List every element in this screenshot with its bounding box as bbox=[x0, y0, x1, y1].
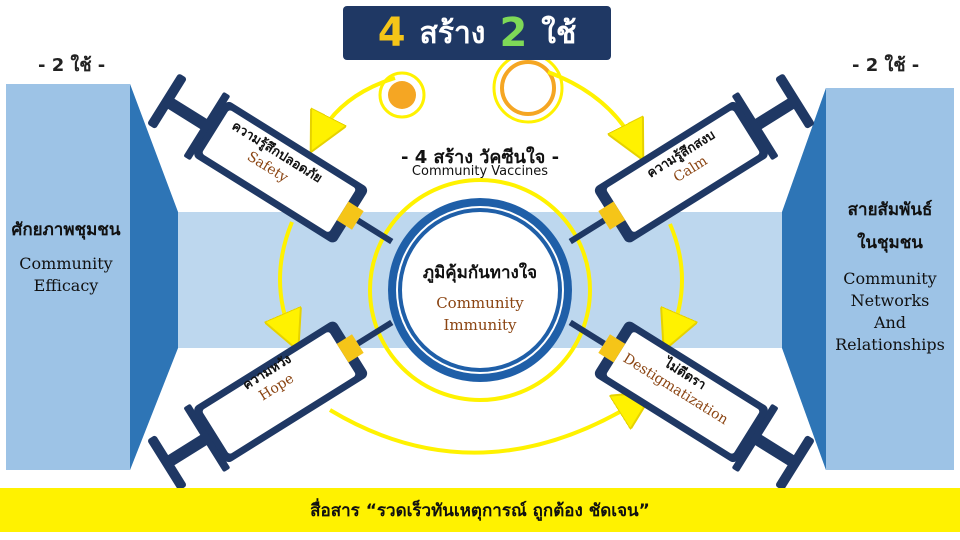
right-panel-edge bbox=[782, 88, 826, 470]
vaccine-subtitle: Community Vaccines bbox=[411, 164, 549, 179]
orange-dot bbox=[388, 81, 416, 109]
left-heading: - 2 ใช้ - bbox=[38, 55, 106, 76]
footer-bar: สื่อสาร “รวดเร็วทันเหตุการณ์ ถูกต้อง ชัด… bbox=[0, 488, 960, 532]
community-efficacy-th: ศักยภาพชุมชน bbox=[11, 220, 121, 240]
title-num-2: 2 bbox=[499, 10, 528, 56]
arc-top-left bbox=[318, 76, 396, 138]
orange-ring-large bbox=[500, 60, 556, 116]
orange-ring-small bbox=[378, 71, 426, 119]
immunity-title-th: ภูมิคุ้มกันทางใจ bbox=[422, 263, 538, 283]
yellow-orbit bbox=[368, 178, 592, 402]
orange-ring-outer bbox=[492, 52, 564, 124]
syringe-safety bbox=[148, 74, 394, 245]
immunity-en-line1: Community bbox=[436, 294, 524, 312]
community-efficacy-en1: Community bbox=[19, 254, 113, 273]
community-networks-en4: Relationships bbox=[835, 335, 945, 354]
left-panel-edge bbox=[130, 84, 178, 470]
right-panel-text: สายสัมพันธ์ ในชุมชน Community Networks A… bbox=[826, 196, 954, 356]
community-networks-en3: And bbox=[873, 313, 907, 332]
arc-bottom bbox=[328, 400, 640, 455]
community-networks-en1: Community bbox=[843, 269, 937, 288]
arc-right-vertical bbox=[670, 223, 682, 336]
footer-text: สื่อสาร “รวดเร็วทันเหตุการณ์ ถูกต้อง ชัด… bbox=[310, 500, 650, 521]
title-word-create: สร้าง bbox=[419, 15, 486, 51]
immunity-circle-inner bbox=[398, 208, 562, 372]
community-networks-th1: สายสัมพันธ์ bbox=[847, 200, 933, 220]
syringe-calm bbox=[568, 74, 814, 245]
right-heading: - 2 ใช้ - bbox=[852, 55, 920, 76]
arc-top-right bbox=[547, 70, 636, 146]
vaccine-title: - 4 สร้าง วัคซีนใจ - bbox=[400, 147, 560, 168]
title-num-4: 4 bbox=[377, 10, 406, 56]
community-efficacy-en2: Efficacy bbox=[33, 276, 99, 295]
syringe-hope bbox=[148, 319, 394, 490]
immunity-en-line2: Immunity bbox=[443, 316, 517, 334]
title-banner: 4 สร้าง 2 ใช้ bbox=[343, 6, 611, 60]
title-word-use: ใช้ bbox=[541, 15, 577, 51]
community-networks-en2: Networks bbox=[850, 291, 930, 310]
arc-left-vertical bbox=[280, 221, 292, 336]
left-panel-text: ศักยภาพชุมชน Community Efficacy bbox=[6, 216, 126, 297]
syringe-destig bbox=[568, 319, 814, 490]
immunity-title-en: Community Immunity bbox=[400, 292, 560, 336]
community-networks-th2: ในชุมชน bbox=[857, 233, 923, 253]
